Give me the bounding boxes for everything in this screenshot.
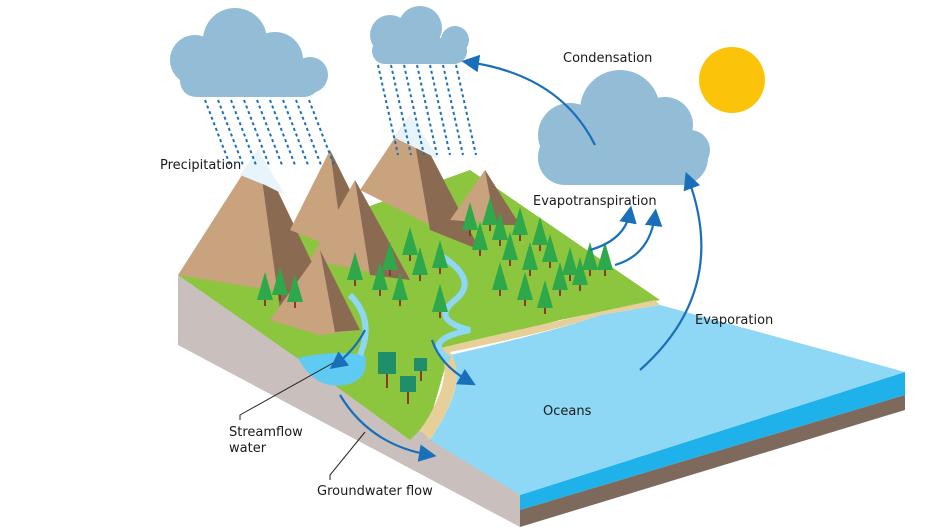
pine-tree [372, 262, 388, 290]
pine-tree [512, 207, 528, 235]
tree-trunk [419, 275, 421, 281]
pine-tree [382, 242, 398, 270]
tree-trunk [524, 300, 526, 306]
pine-tree [572, 257, 588, 285]
pine-tree [287, 274, 303, 302]
tree-trunk [354, 280, 356, 286]
pine-tree [347, 252, 363, 280]
mountains [178, 115, 520, 335]
pine-tree [537, 280, 553, 308]
pine-tree [402, 227, 418, 255]
tree-trunk [489, 225, 491, 231]
rain-cloud-right [370, 6, 469, 64]
raindrop-line [269, 99, 296, 166]
streamflow-label: Streamflow water [229, 425, 303, 457]
tree-trunk [544, 308, 546, 314]
streamflow-label-line1: Streamflow [229, 425, 303, 440]
raindrop-line [282, 99, 309, 166]
pine-tree [552, 262, 568, 290]
groundwater-leader-line [329, 431, 366, 480]
streamflow-label-line2: water [229, 441, 267, 456]
tree-trunk [569, 275, 571, 281]
tree-trunk [389, 270, 391, 276]
pine-tree [492, 262, 508, 290]
forest [257, 197, 613, 318]
tree-trunk [379, 290, 381, 296]
tree-trunk [549, 262, 551, 268]
flow-arrows [329, 54, 703, 462]
ocean-surface [430, 305, 905, 495]
groundwater-label: Groundwater flow [317, 484, 433, 499]
condensation-label: Condensation [563, 51, 653, 66]
ocean-side-face [520, 372, 905, 510]
groundwater-arrow [339, 394, 437, 462]
tree-trunk [279, 295, 281, 301]
tree-trunk [409, 255, 411, 261]
pine-tree [482, 197, 498, 225]
tree-trunk [579, 285, 581, 291]
pine-tree [392, 272, 408, 300]
tree-trunk [294, 302, 296, 308]
precipitation-label: Precipitation [160, 158, 242, 173]
pine-tree [522, 242, 538, 270]
tree-trunk [469, 230, 471, 236]
raindrop-line [295, 99, 322, 166]
pine-tree [532, 217, 548, 245]
tree-trunk [439, 312, 441, 318]
condensation-cloud [538, 70, 710, 185]
tree-trunk [539, 245, 541, 251]
pine-tree [517, 272, 533, 300]
evapotranspiration-arrow-1 [589, 205, 637, 252]
pine-tree [597, 242, 613, 270]
tree-trunk [499, 290, 501, 296]
tree-trunk [439, 268, 441, 274]
pine-tree [257, 272, 273, 300]
pine-tree [432, 240, 448, 268]
stream [347, 292, 369, 357]
pine-tree [472, 222, 488, 250]
tree-trunk [264, 300, 266, 306]
tree-trunk [499, 240, 501, 246]
river-arrow [430, 339, 476, 386]
streamflow-leader-line [239, 362, 334, 420]
pine-tree [492, 212, 508, 240]
oceans-label: Oceans [543, 404, 592, 419]
tree-trunk [509, 260, 511, 266]
pine-tree [412, 247, 428, 275]
bedrock-side-face [520, 395, 905, 527]
rain-cloud-left [170, 8, 328, 97]
sun [699, 47, 765, 113]
streamflow-arrow [329, 329, 366, 369]
pine-tree [272, 267, 288, 295]
pine-tree [432, 284, 448, 312]
evaporation-arrow [639, 171, 703, 371]
pine-tree [542, 234, 558, 262]
raindrop-line [204, 99, 231, 166]
raindrop-line [230, 99, 257, 166]
river [435, 252, 471, 363]
tree-trunk [589, 270, 591, 276]
evapotranspiration-label: Evapotranspiration [533, 194, 657, 209]
tree-trunk [479, 250, 481, 256]
deciduous-trees [378, 352, 427, 404]
tree-trunk [519, 235, 521, 241]
pine-tree [562, 247, 578, 275]
tree-trunk [604, 270, 606, 276]
beach [420, 300, 660, 440]
pine-tree [462, 202, 478, 230]
soil-side-face [178, 275, 520, 527]
tree-trunk [559, 290, 561, 296]
tree-trunk [529, 270, 531, 276]
tree-trunk [399, 300, 401, 306]
pine-tree [502, 232, 518, 260]
evaporation-label: Evaporation [695, 313, 774, 328]
raindrop-line [217, 99, 244, 166]
condensation-arrow [461, 54, 596, 146]
pine-tree [582, 242, 598, 270]
evapotranspiration-arrow-2 [614, 208, 663, 267]
